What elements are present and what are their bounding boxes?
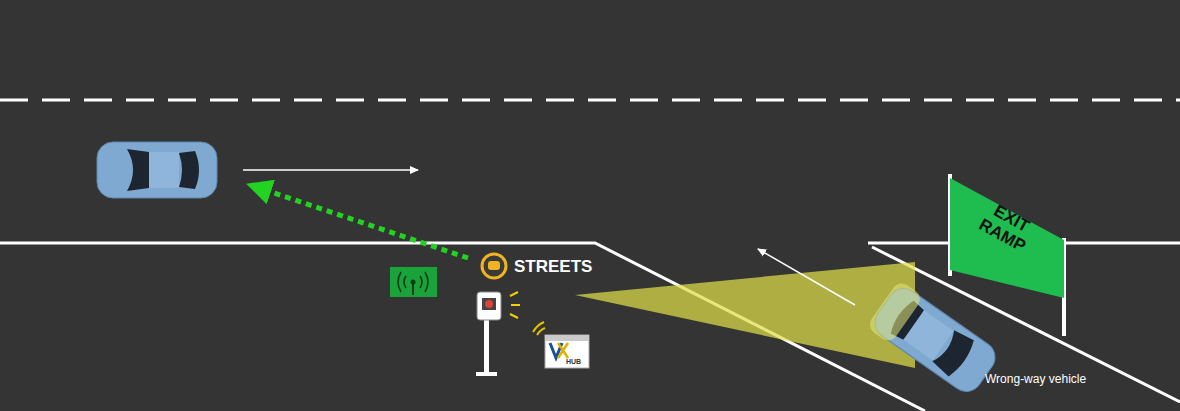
lane-divider <box>0 99 1180 102</box>
travel-direction-arrow <box>758 249 855 305</box>
brand-label: STREETS <box>514 257 592 277</box>
antenna-icon <box>390 267 437 297</box>
car <box>97 142 217 198</box>
v2x-hub-icon <box>533 322 589 368</box>
message-arrow <box>250 185 468 258</box>
streets-logo <box>482 254 506 278</box>
exit-sign: EXIT RAMP <box>950 178 1064 298</box>
roadside-unit <box>476 292 520 376</box>
detection-cone <box>575 262 915 368</box>
wrong-way-car <box>866 280 1002 400</box>
vehicle-label: Wrong-way vehicle <box>985 372 1086 386</box>
road-edge-line <box>0 243 925 411</box>
travel-direction-arrow <box>243 169 418 171</box>
hub-label: HUB <box>566 358 581 365</box>
